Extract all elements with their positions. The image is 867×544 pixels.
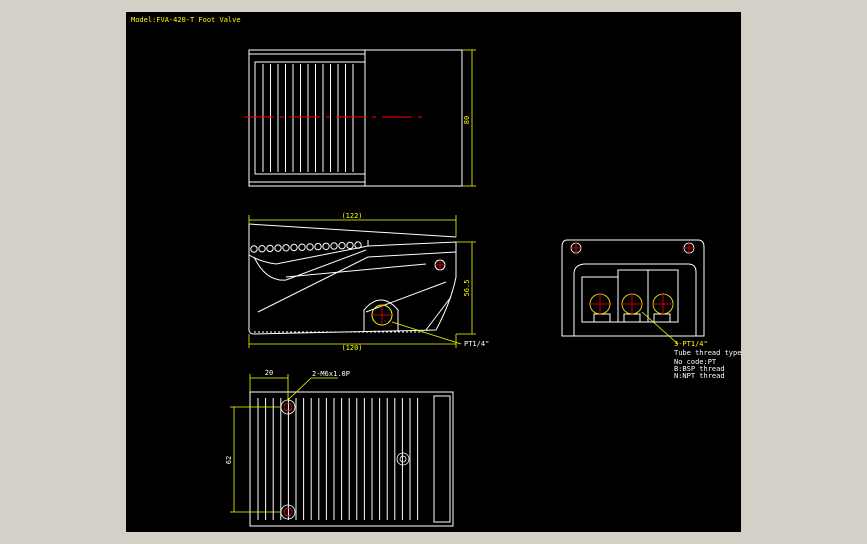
- side-view-dimensions: [248, 215, 476, 348]
- dim-bottom-spacing: 20: [265, 369, 273, 377]
- end-view-note-1: Tube thread type: [674, 349, 741, 357]
- bottom-view-holes: [280, 399, 410, 520]
- pedal-grip-bump: [354, 241, 362, 249]
- end-view-port-callout: 3-PT1/4": [674, 340, 708, 348]
- pedal-grip-bump: [306, 243, 314, 251]
- top-view-dimension: [462, 49, 476, 187]
- pedal-grip-bump: [258, 245, 266, 253]
- end-view-note-3: B:BSP thread: [674, 365, 725, 373]
- dim-side-port-callout: PT1/4": [464, 340, 489, 348]
- pedal-grip-bump: [282, 244, 290, 252]
- dim-top-width: 80: [463, 116, 471, 124]
- pedal-grip-bump: [290, 243, 298, 252]
- top-view: [248, 49, 463, 187]
- pedal-grip-bump: [266, 244, 274, 253]
- pedal-grip-bump: [346, 241, 354, 250]
- bottom-view-dimensions: [230, 374, 338, 513]
- dim-side-bottom-length: (120): [341, 344, 362, 352]
- end-view-note-2: No code:PT: [674, 358, 717, 366]
- end-view-holes: [570, 242, 695, 315]
- side-view-pedal-grips: [250, 241, 362, 253]
- dim-bottom-height: 62: [225, 456, 233, 464]
- side-view: [248, 223, 457, 335]
- pedal-grip-bump: [314, 242, 322, 251]
- pedal-grip-bump: [330, 242, 338, 250]
- pedal-grip-bump: [298, 243, 306, 251]
- top-view-slats: [262, 64, 354, 172]
- end-view: [561, 239, 705, 337]
- end-view-note-4: N:NPT thread: [674, 372, 725, 380]
- pedal-grip-bump: [338, 242, 346, 250]
- pedal-grip-bump: [322, 242, 330, 251]
- cad-drawing: Model:FVA-420-T Foot Valve 80: [131, 16, 741, 527]
- pedal-grip-bump: [250, 245, 258, 253]
- bottom-view: [249, 391, 454, 527]
- dim-side-top-length: (122): [341, 212, 362, 220]
- pedal-grip-bump: [274, 244, 282, 252]
- dim-side-height: 56.5: [463, 280, 471, 297]
- bottom-view-slats: [257, 398, 419, 520]
- side-view-holes: [371, 259, 446, 326]
- drawing-canvas[interactable]: Model:FVA-420-T Foot Valve 80: [126, 12, 741, 532]
- dim-bottom-holes: 2-M6x1.0P: [312, 370, 350, 378]
- drawing-title: Model:FVA-420-T Foot Valve: [131, 16, 241, 24]
- end-view-leader: [641, 311, 679, 345]
